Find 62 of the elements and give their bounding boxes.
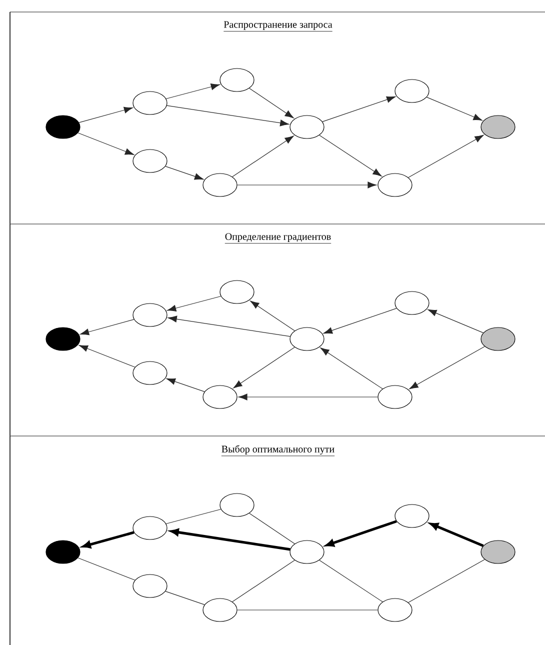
connector-line [319, 560, 383, 602]
arrow [166, 105, 290, 126]
arrow [322, 96, 396, 122]
arrow [168, 316, 290, 337]
network-node [394, 79, 430, 103]
network-node [220, 280, 254, 304]
network-node [132, 516, 168, 540]
network-node [378, 385, 412, 409]
network-node [480, 540, 516, 564]
network-node [220, 493, 254, 517]
arrow [238, 394, 378, 400]
arrow [323, 308, 397, 334]
network-node [378, 173, 412, 197]
network-node [46, 327, 80, 351]
network-node [290, 540, 324, 564]
arrow [320, 348, 383, 390]
connector-line [78, 558, 136, 580]
network-node [394, 504, 430, 528]
network-node [290, 115, 324, 139]
network-node [290, 327, 324, 351]
connector-line [232, 560, 295, 602]
arrow [409, 346, 485, 390]
arrow [326, 520, 397, 547]
network-node [480, 115, 516, 139]
arrow [408, 134, 484, 178]
arrow [426, 96, 482, 121]
panel-title: Выбор оптимального пути [221, 445, 335, 456]
arrow [166, 84, 220, 100]
arrow [78, 106, 133, 123]
arrow [78, 132, 134, 155]
network-node [202, 173, 238, 197]
arrow [167, 296, 222, 312]
connector-line [166, 508, 222, 524]
network-node [394, 291, 430, 315]
arrow [166, 378, 205, 392]
connector-line [408, 559, 485, 603]
arrow [430, 522, 484, 548]
network-node [132, 91, 168, 115]
network-node [46, 540, 80, 564]
arrow [237, 182, 377, 188]
arrow [250, 300, 295, 332]
network-node [132, 574, 168, 598]
arrow [80, 319, 134, 336]
network-node [132, 303, 168, 327]
connector-line [165, 591, 205, 605]
arrow [428, 309, 484, 334]
network-node [132, 361, 168, 385]
arrow [249, 88, 294, 118]
network-node [202, 385, 238, 409]
network-node [202, 598, 238, 622]
arrow [165, 166, 204, 180]
network-node [480, 327, 516, 351]
panel-title: Распространение запроса [223, 21, 333, 32]
network-node [220, 68, 254, 92]
network-node [46, 115, 80, 139]
arrow [78, 345, 136, 368]
arrow [232, 136, 294, 178]
panel-title: Определение градиентов [224, 233, 332, 244]
arrow [233, 346, 295, 388]
arrow [319, 134, 382, 176]
network-node [378, 598, 412, 622]
network-node [132, 149, 168, 173]
